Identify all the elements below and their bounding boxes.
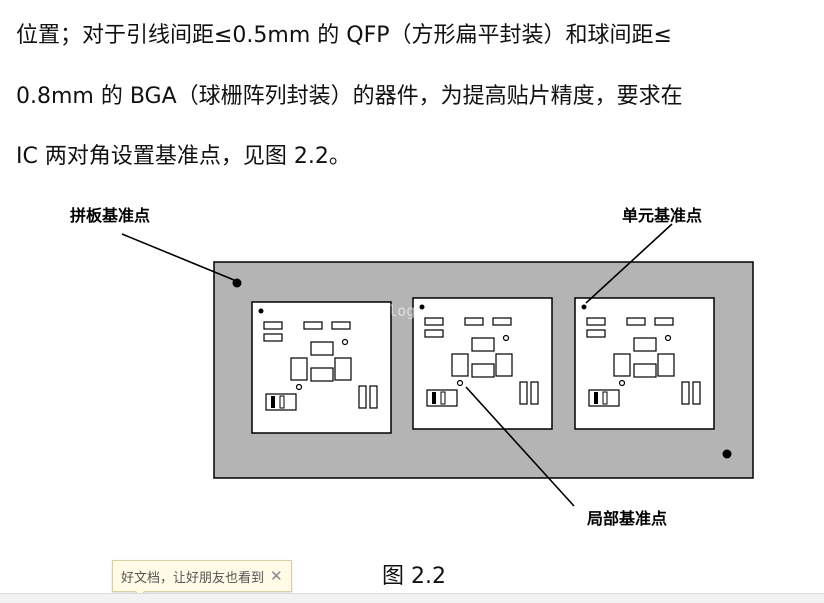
paragraph-line-1: 位置；对于引线间距≤0.5mm 的 QFP（方形扁平封装）和球间距≤ — [16, 23, 672, 48]
paragraph-line-3: IC 两对角设置基准点，见图 2.2。 — [16, 144, 351, 169]
unit-board-2 — [412, 297, 553, 430]
fiducial-figure: http://blog.csdn.net/ 拼板基准点 单元基准点 局部基准点 — [0, 190, 824, 540]
leader-local-fiducial — [465, 386, 575, 507]
watermark: http://blog.csdn.net/ — [316, 302, 506, 320]
figure-caption: 图 2.2 — [382, 564, 446, 589]
leader-panel-fiducial — [121, 233, 235, 281]
unit-board-3 — [574, 297, 715, 430]
close-icon[interactable]: ✕ — [270, 566, 283, 585]
callout-panel-fiducial: 拼板基准点 — [70, 206, 151, 225]
panel-fiducial-bottom-right — [722, 449, 732, 459]
share-tooltip[interactable]: 好文档，让好朋友也看到 ✕ — [112, 560, 292, 592]
callout-unit-fiducial: 单元基准点 — [622, 206, 703, 225]
leader-unit-fiducial — [585, 223, 673, 304]
unit-board-1 — [251, 301, 392, 434]
share-tooltip-label: 好文档，让好朋友也看到 — [121, 570, 265, 586]
bottom-scroll-bar[interactable] — [0, 593, 824, 603]
paragraph-line-2: 0.8mm 的 BGA（球栅阵列封装）的器件，为提高贴片精度，要求在 — [16, 84, 683, 109]
callout-local-fiducial: 局部基准点 — [587, 509, 668, 528]
fiducial-diagram — [121, 223, 754, 507]
panel-fiducial-top-left — [232, 278, 242, 288]
